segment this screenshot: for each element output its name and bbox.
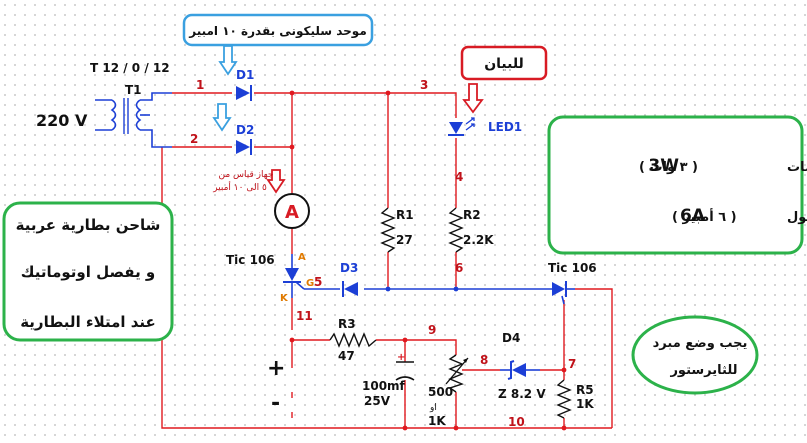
meter-arrow xyxy=(266,169,286,194)
ratings-line1-note: ( ٣ وات ) xyxy=(639,160,698,175)
r1-value: 27 xyxy=(396,233,413,247)
junctions xyxy=(289,90,567,431)
resistor-r1: R1 27 xyxy=(380,207,414,253)
indicator-arrow xyxy=(462,83,484,114)
capacitor: + 100mf 25V xyxy=(362,352,415,408)
node-11: 11 xyxy=(296,309,313,323)
charger-line-2: و يفصل اوتوماتيك xyxy=(21,263,156,281)
cap-value: 100mf xyxy=(362,379,406,393)
ratings-line1-value: 3W xyxy=(648,156,679,176)
r3-label: R3 xyxy=(338,317,356,331)
scr-right: Tic 106 xyxy=(548,261,597,305)
node-9: 9 xyxy=(428,323,436,337)
charger-line-3: عند امتلاء البطارية xyxy=(20,313,156,331)
node-labels: 1 2 3 4 5 6 7 8 9 10 11 xyxy=(190,78,576,429)
minus-terminal: - xyxy=(271,391,280,416)
node-8: 8 xyxy=(480,353,488,367)
cooling-line-1: يجب وضع مبرد xyxy=(653,336,748,351)
led1: LED1 xyxy=(448,117,522,136)
zener-d4: D4 Z 8.2 V xyxy=(498,331,546,401)
potentiometer: 500 او 1K xyxy=(428,354,469,428)
scr-left-label: Tic 106 xyxy=(226,253,275,267)
ratings-line1-text: جميع المقومات xyxy=(787,160,807,175)
ratings-line2-value: 6A xyxy=(680,206,706,226)
resistor-r2: R2 2.2K xyxy=(448,207,494,253)
ammeter: A xyxy=(274,193,310,229)
wires xyxy=(161,92,613,429)
led1-label: LED1 xyxy=(488,120,522,134)
ratings-box: جميع المقومات 3W ( ٣ وات ) و المحول 6A (… xyxy=(547,115,807,255)
cap-voltage: 25V xyxy=(364,394,391,408)
ratings-line2-text: و المحول xyxy=(787,210,807,225)
resistor-r3: R3 47 xyxy=(329,317,377,363)
scr-right-label: Tic 106 xyxy=(548,261,597,275)
scr-pin-g: G xyxy=(306,278,314,289)
charger-description-box: شاحن بطارية عربية و يفصل اوتوماتيك عند ا… xyxy=(2,201,174,342)
node-5: 5 xyxy=(314,275,322,289)
pot-value-alt: 1K xyxy=(428,414,446,428)
r2-label: R2 xyxy=(463,208,481,222)
diode-d1-label: D1 xyxy=(236,68,254,82)
meter-note-line1: جهاز قياس من xyxy=(219,170,274,180)
node-4: 4 xyxy=(455,170,463,184)
scr-left: Tic 106 A G K xyxy=(226,252,314,304)
rectifier-arrows xyxy=(212,45,238,132)
r2-value: 2.2K xyxy=(463,233,494,247)
zener-label: Z 8.2 V xyxy=(498,387,546,401)
indicator-note: للبيان xyxy=(484,56,524,72)
r1-label: R1 xyxy=(396,208,414,222)
diode-d2-label: D2 xyxy=(236,123,254,137)
transformer-name: T1 xyxy=(125,83,142,97)
cooling-line-2: للثايرستور xyxy=(669,363,737,378)
transformer-t1: T1 T 12 / 0 / 12 220 V xyxy=(36,61,172,148)
node-2: 2 xyxy=(190,132,198,146)
ammeter-symbol: A xyxy=(285,202,299,223)
mains-voltage-label: 220 V xyxy=(36,111,88,130)
rectifier-callout: موحد سليكونى بقدرة ١٠ امبير xyxy=(182,13,374,47)
node-6: 6 xyxy=(455,261,463,275)
diode-d3-label: D3 xyxy=(340,261,358,275)
scr-pin-k: K xyxy=(280,293,289,304)
meter-note-line2: ٥ الى ١٠ أمبير xyxy=(212,181,267,193)
ratings-line2-note: ( ٦ أمبير ) xyxy=(672,208,737,225)
r5-label: R5 xyxy=(576,383,594,397)
cooling-note-ellipse: يجب وضع مبرد للثايرستور xyxy=(631,315,759,395)
node-10: 10 xyxy=(508,415,525,429)
r5-value: 1K xyxy=(576,397,594,411)
node-7: 7 xyxy=(568,357,576,371)
pot-or: او xyxy=(429,403,437,413)
rectifier-note: موحد سليكونى بقدرة ١٠ امبير xyxy=(188,24,367,39)
pot-value: 500 xyxy=(428,385,453,399)
transformer-rating: T 12 / 0 / 12 xyxy=(90,61,170,75)
node-3: 3 xyxy=(420,78,428,92)
plus-terminal: + xyxy=(267,356,285,381)
node-1: 1 xyxy=(196,78,204,92)
battery-terminals: + - xyxy=(267,356,293,428)
indicator-callout: للبيان xyxy=(460,45,548,81)
diode-d1: D1 xyxy=(236,68,254,101)
svg-text:+: + xyxy=(397,352,405,363)
meter-note: جهاز قياس من ٥ الى ١٠ أمبير xyxy=(212,170,273,193)
charger-line-1: شاحن بطارية عربية xyxy=(16,216,161,234)
diode-d2: D2 xyxy=(236,123,254,155)
r3-value: 47 xyxy=(338,349,355,363)
scr-pin-a: A xyxy=(298,252,306,263)
diode-d3: D3 xyxy=(340,261,358,297)
resistor-r5: R5 1K xyxy=(556,379,594,419)
d4-label: D4 xyxy=(502,331,520,345)
